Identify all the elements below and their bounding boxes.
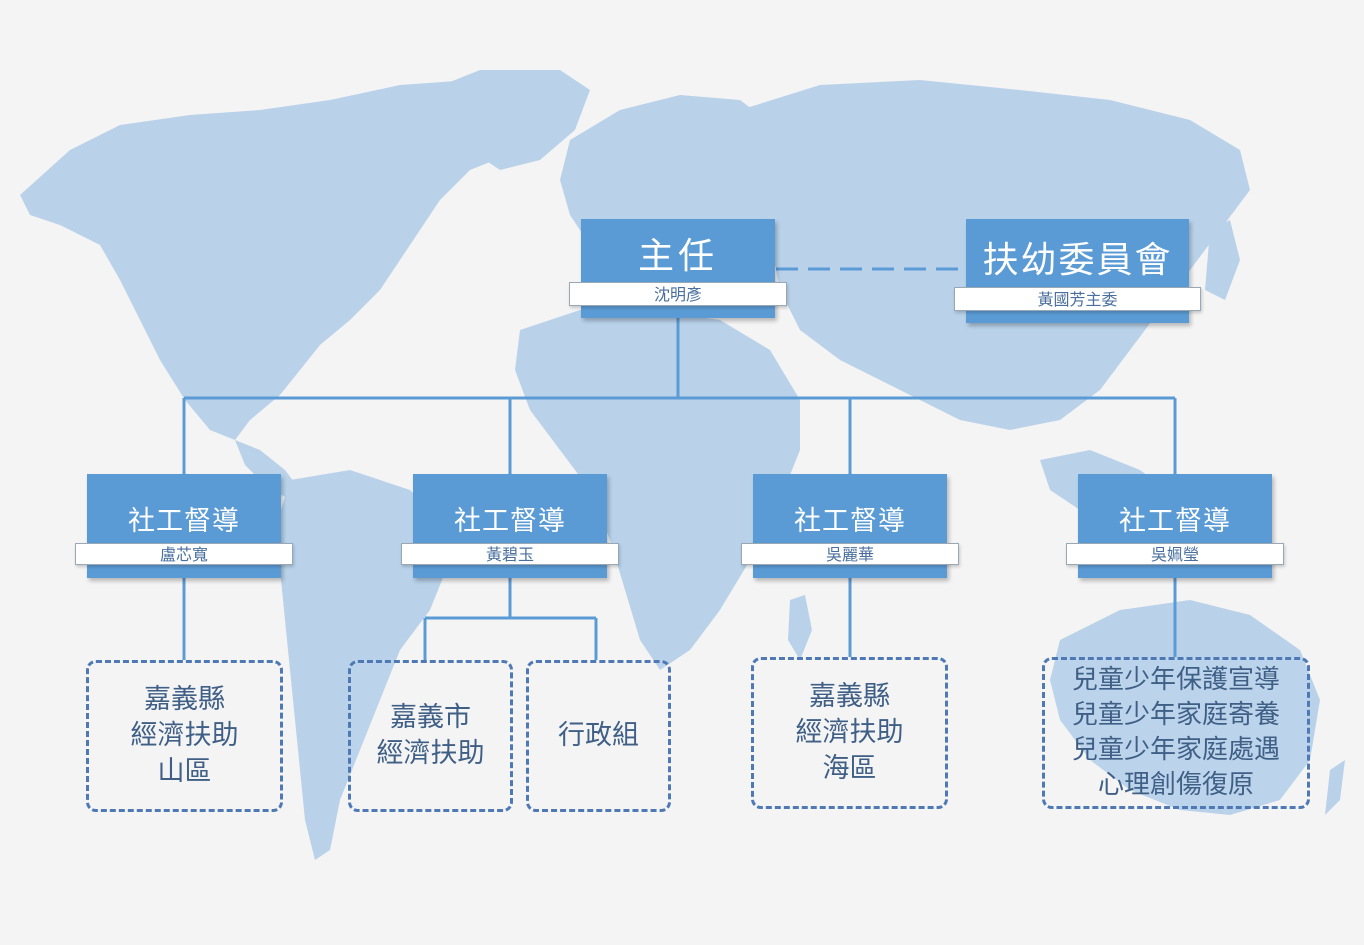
supervisor-name-2: 黃碧玉 <box>401 543 619 565</box>
director-title: 主任 <box>637 236 718 277</box>
map-australia <box>1050 600 1320 815</box>
supervisor-title-3: 社工督導 <box>794 506 906 537</box>
unit-4-line-2: 經濟扶助 <box>795 717 904 748</box>
supervisor-title-2: 社工督導 <box>454 506 566 537</box>
unit-5-line-3: 兒童少年家庭處遇 <box>1071 735 1280 765</box>
unit-2-line-2: 經濟扶助 <box>376 738 485 769</box>
supervisor-title-1: 社工督導 <box>128 506 240 537</box>
map-new-zealand <box>1325 760 1345 815</box>
unit-3-line-1: 行政組 <box>558 720 639 751</box>
unit-box-4: 嘉義縣 經濟扶助 海區 <box>751 657 948 809</box>
unit-5-line-1: 兒童少年保護宣導 <box>1071 665 1280 695</box>
map-madagascar <box>788 595 812 660</box>
unit-1-line-3: 山區 <box>157 756 212 787</box>
unit-1-line-1: 嘉義縣 <box>144 684 225 715</box>
unit-box-2: 嘉義市 經濟扶助 <box>348 660 513 812</box>
unit-box-1: 嘉義縣 經濟扶助 山區 <box>86 660 283 812</box>
unit-5-line-2: 兒童少年家庭寄養 <box>1071 700 1280 730</box>
map-south-america <box>278 470 450 860</box>
committee-title: 扶幼委員會 <box>982 240 1173 281</box>
unit-box-3: 行政組 <box>526 660 671 812</box>
unit-1-line-2: 經濟扶助 <box>130 720 239 751</box>
unit-4-line-1: 嘉義縣 <box>809 681 890 712</box>
map-japan <box>1205 220 1240 300</box>
supervisor-name-1: 盧芯寬 <box>75 543 293 565</box>
supervisor-title-4: 社工督導 <box>1119 506 1231 537</box>
map-north-america <box>20 78 580 440</box>
supervisor-name-3: 吳麗華 <box>741 543 959 565</box>
unit-5-line-4: 心理創傷復原 <box>1097 770 1254 800</box>
map-africa <box>515 310 800 670</box>
unit-box-5: 兒童少年保護宣導 兒童少年家庭寄養 兒童少年家庭處遇 心理創傷復原 <box>1042 657 1310 809</box>
unit-4-line-3: 海區 <box>822 753 877 784</box>
committee-name: 黃國芳主委 <box>954 287 1201 311</box>
supervisor-name-4: 吳姵瑩 <box>1066 543 1284 565</box>
map-greenland <box>430 70 590 170</box>
unit-2-line-1: 嘉義市 <box>390 702 471 733</box>
map-central-america <box>235 440 300 500</box>
director-name: 沈明彥 <box>569 282 787 306</box>
